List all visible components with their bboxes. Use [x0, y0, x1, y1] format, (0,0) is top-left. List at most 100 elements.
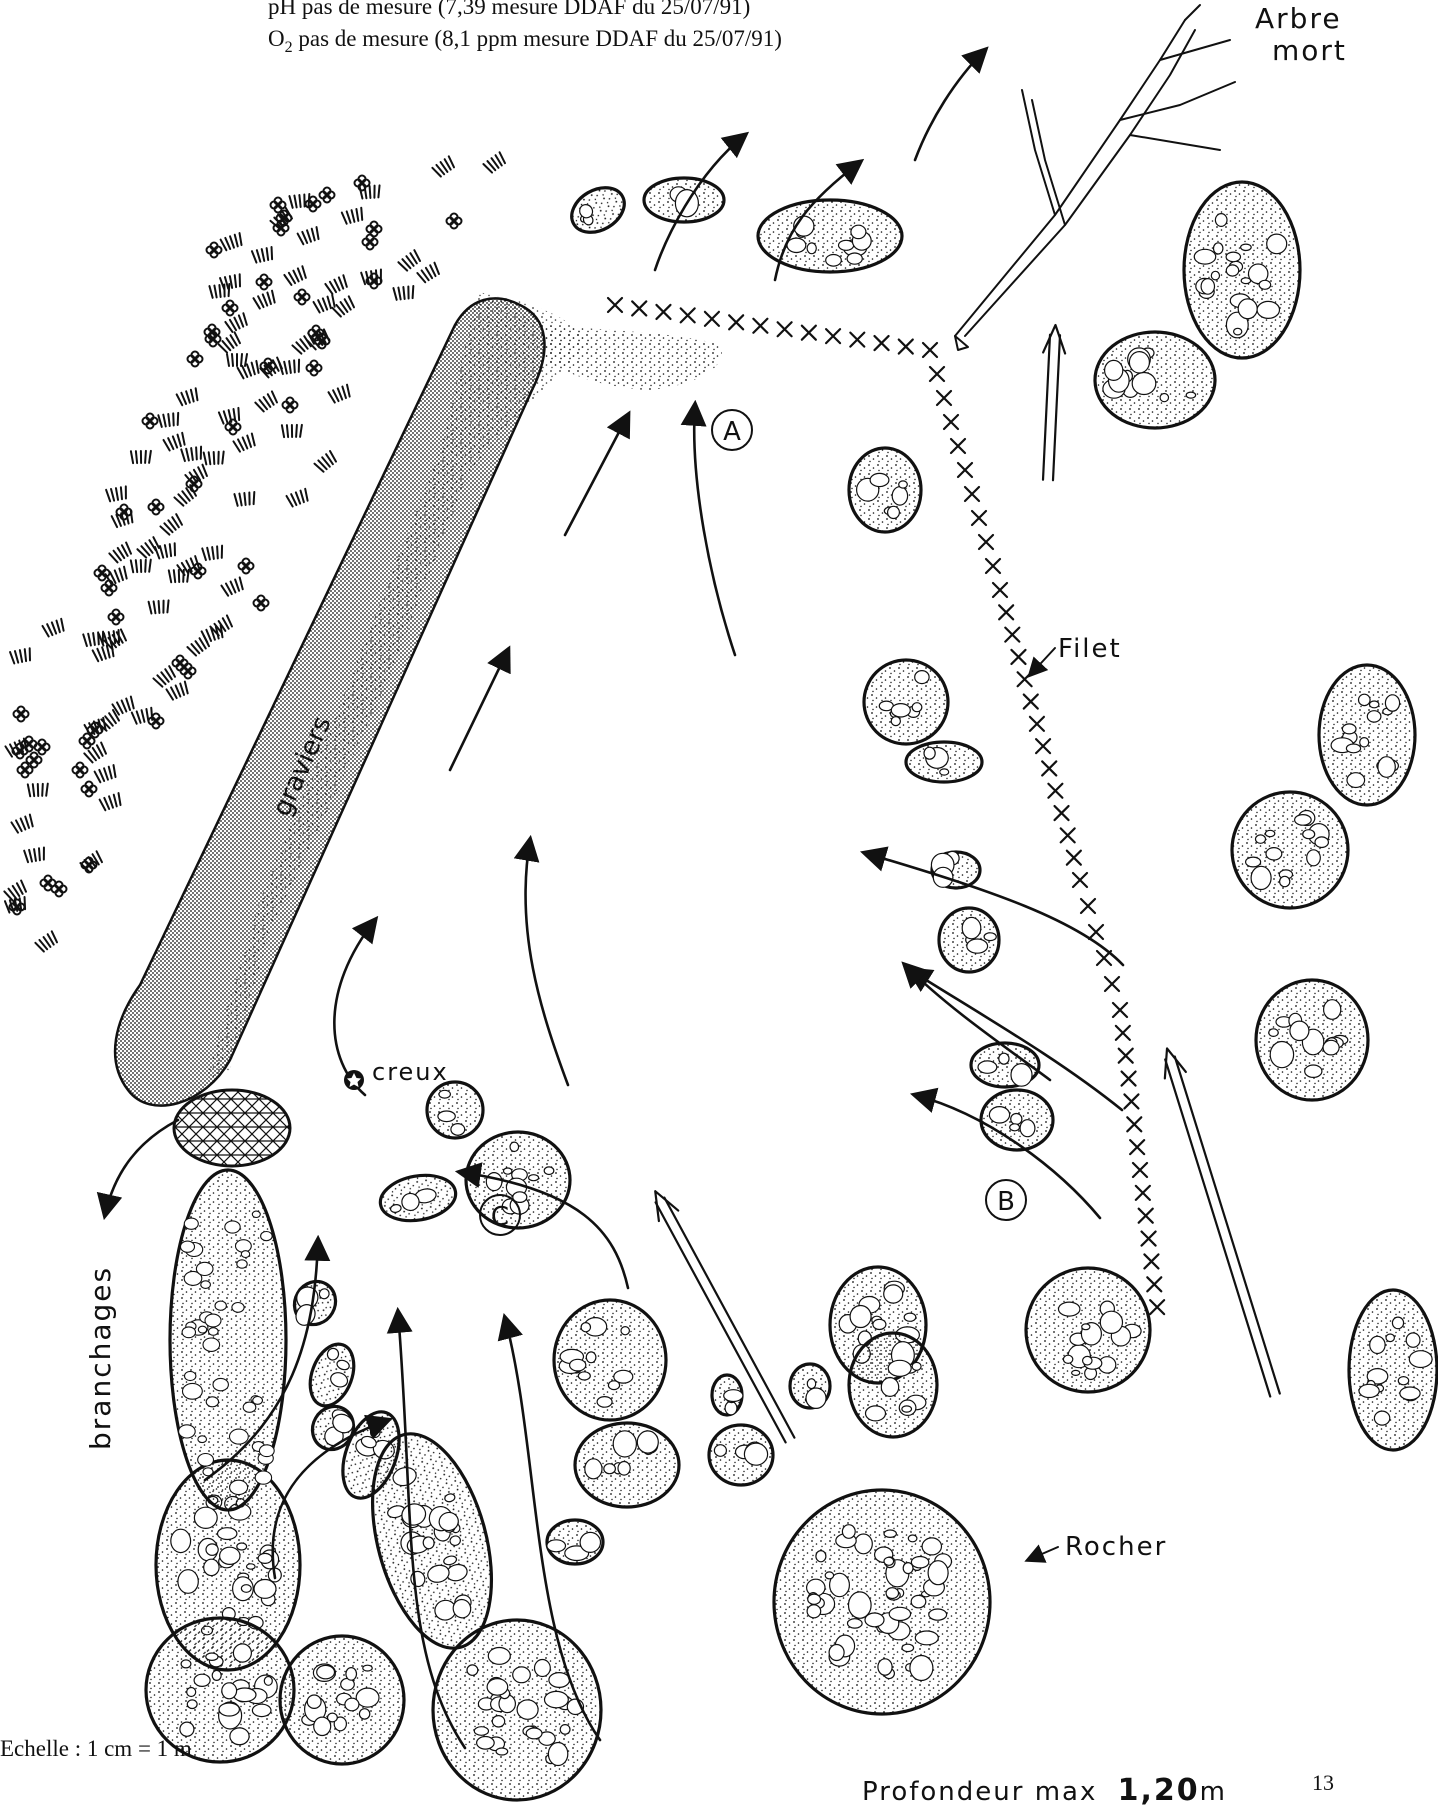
grass-tuft-icon: [137, 537, 160, 559]
x-cross-icon: [993, 583, 1007, 597]
grass-tuft-icon: [221, 233, 244, 251]
grass-tuft-icon: [109, 543, 132, 564]
grass-tuft-icon: [332, 296, 355, 317]
grass-tuft-icon: [84, 743, 107, 764]
grass-tuft-icon: [325, 275, 348, 295]
rock: [575, 1423, 679, 1507]
flower-icon: [41, 876, 56, 891]
arrow-icon: [565, 415, 628, 535]
grass-tuft-icon: [221, 577, 244, 596]
filet-pointer: [1030, 648, 1055, 675]
rock: [712, 1375, 743, 1415]
flower-icon: [320, 188, 335, 203]
x-cross-icon: [1124, 1094, 1138, 1108]
rock: [564, 179, 632, 242]
grass-tuft-icon: [255, 391, 278, 412]
x-cross-icon: [608, 298, 622, 312]
marker-a: A: [712, 410, 752, 450]
filet-label: Filet: [1058, 634, 1122, 664]
ph-note: pH pas de mesure (7,39 mesure DDAF du 25…: [268, 0, 750, 19]
arrow-icon: [334, 920, 375, 1095]
flower-icon: [149, 714, 164, 729]
flower-icon: [149, 500, 164, 515]
x-cross-icon: [656, 305, 670, 319]
flower-icon: [295, 290, 310, 305]
branchages-hatched-patch: [174, 1090, 290, 1166]
flower-icon: [52, 882, 67, 897]
x-cross-icon: [850, 333, 864, 347]
x-cross-icon: [753, 319, 767, 333]
grass-tuft-icon: [202, 546, 223, 561]
rock: [981, 1090, 1053, 1150]
flower-icon: [188, 352, 203, 367]
rock: [1256, 980, 1368, 1100]
arrow-icon: [450, 650, 508, 770]
rock: [1319, 665, 1415, 805]
grass-tuft-icon: [95, 765, 118, 783]
grass-tuft-icon: [279, 360, 300, 375]
x-cross-icon: [1122, 1072, 1136, 1086]
x-cross-icon: [729, 315, 743, 329]
rock: [774, 1490, 990, 1714]
grass-tuft-icon: [93, 644, 116, 662]
arrow-icon: [525, 840, 568, 1085]
x-cross-icon: [958, 463, 972, 477]
flower-icon: [239, 559, 254, 574]
x-cross-icon: [979, 535, 993, 549]
o2-symbol: O: [268, 26, 285, 51]
x-cross-icon: [1061, 828, 1075, 842]
rock: [790, 1364, 830, 1408]
sediment-patch-a: [540, 325, 722, 390]
grass-tuft-icon: [131, 560, 151, 573]
arbre-mort-label-line1: Arbre: [1255, 2, 1342, 35]
grass-tuft-icon: [204, 451, 225, 464]
grass-tuft-icon: [164, 433, 187, 451]
grass-tuft-icon: [328, 385, 351, 404]
x-cross-icon: [937, 391, 951, 405]
grass-tuft-icon: [181, 447, 202, 462]
x-cross-icon: [965, 487, 979, 501]
x-cross-icon: [972, 511, 986, 525]
grass-tuft-icon: [187, 635, 210, 656]
rocher-pointer: [1028, 1547, 1058, 1560]
gravel-bar: [115, 298, 544, 1105]
flower-icon: [207, 243, 222, 258]
depth-label: Profondeur max: [862, 1777, 1097, 1807]
x-cross-icon: [875, 336, 889, 350]
grass-tuft-icon: [166, 682, 189, 701]
grass-tuft-icon: [284, 266, 307, 286]
grass-tuft-icon: [417, 263, 440, 284]
x-cross-icon: [1048, 784, 1062, 798]
branchages-label: branchages: [84, 1266, 117, 1450]
x-cross-icon: [986, 559, 1000, 573]
grass-tuft-icon: [185, 465, 208, 486]
grass-tuft-icon: [100, 793, 123, 811]
grass-tuft-icon: [106, 486, 128, 501]
x-cross-icon: [1055, 806, 1069, 820]
grass-tuft-icon: [158, 413, 179, 427]
rock: [433, 1620, 601, 1800]
rock: [1349, 1290, 1437, 1450]
grass-tuft-icon: [234, 492, 255, 506]
rock: [427, 1082, 483, 1138]
grass-tuft-icon: [35, 931, 58, 952]
page-number: 13: [1312, 1770, 1334, 1795]
rock: [709, 1425, 773, 1485]
x-cross-icon: [1036, 739, 1050, 753]
x-cross-icon: [1127, 1117, 1141, 1131]
grass-tuft-icon: [483, 152, 506, 173]
x-cross-icon: [1136, 1186, 1150, 1200]
flower-icon: [82, 782, 97, 797]
rock: [939, 908, 999, 972]
grass-tuft-icon: [177, 388, 200, 406]
double-arrow-icon: [1165, 1048, 1280, 1396]
grass-tuft-icon: [160, 514, 183, 536]
rock: [849, 1333, 937, 1437]
grass-tuft-icon: [227, 354, 247, 366]
grass-tuft-icon: [43, 619, 66, 637]
x-cross-icon: [778, 322, 792, 336]
o2-subscript: 2: [285, 39, 293, 56]
rock: [1184, 182, 1300, 358]
x-cross-icon: [1005, 628, 1019, 642]
x-cross-icon: [1119, 1049, 1133, 1063]
